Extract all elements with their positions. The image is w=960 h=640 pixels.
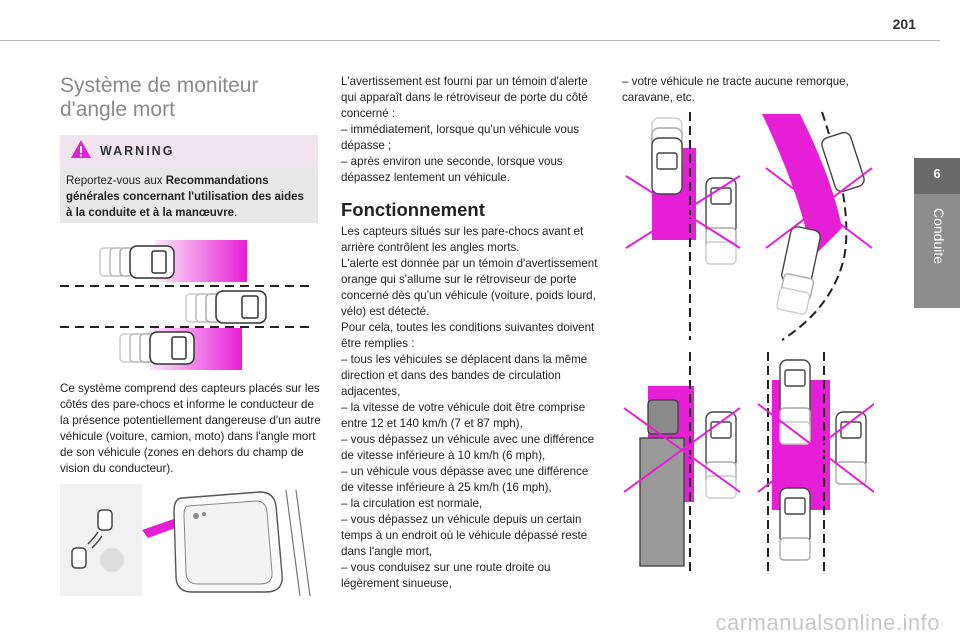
condition-item: – la vitesse de votre véhicule doit être… [341, 401, 586, 430]
scenario-straight-road [625, 112, 741, 340]
warning-text: Reportez-vous aux Recommandations généra… [66, 173, 312, 221]
alert-item: – immédiatement, lorsque qu'un véhicule … [341, 123, 580, 152]
condition-item: – un véhicule vous dépasse avec une diff… [341, 465, 589, 494]
car-icon [185, 290, 267, 324]
operation-paragraph: Pour cela, toutes les conditions suivant… [341, 321, 595, 350]
header-rule [0, 40, 940, 41]
watermark: carmanualsonline.info [715, 610, 940, 635]
alert-paragraph: L'avertissement est fourni par un témoin… [341, 75, 588, 120]
condition-item-trailer: – votre véhicule ne tracte aucune remorq… [622, 75, 849, 104]
warning-title: WARNING [100, 144, 175, 158]
condition-item: – la circulation est normale, [341, 497, 483, 510]
car-icon [776, 131, 865, 315]
condition-item: – tous les véhicules se déplacent dans l… [341, 353, 588, 398]
page-number: 201 [892, 16, 916, 32]
warning-text-bold: Recommandations générales concernant l'u… [66, 175, 304, 219]
scenario-curved-road [762, 111, 873, 341]
warning-triangle-icon [71, 140, 91, 158]
car-icon [119, 331, 195, 365]
truck-icon [639, 399, 685, 567]
warning-text-post: . [234, 207, 238, 219]
mirror-illustration [60, 484, 322, 596]
alert-description: L'avertissement est fourni par un témoin… [341, 74, 603, 186]
car-icon [651, 117, 737, 265]
condition-item: – vous conduisez sur une route droite ou… [341, 561, 551, 590]
cross-mark-icon [757, 403, 874, 493]
car-icon [779, 359, 867, 561]
warning-header [60, 135, 318, 167]
intro-paragraph: Ce système comprend des capteurs placés … [60, 382, 321, 475]
mirror-indicator-icon [71, 509, 124, 572]
scenario-illustrations [623, 111, 874, 576]
lane-illustration [60, 240, 310, 370]
alert-item: – après environ une seconde, lorsque vou… [341, 155, 563, 184]
operation-paragraph: Les capteurs situés sur les pare-chocs a… [341, 225, 584, 254]
chapter-tab-label: Conduite [931, 208, 947, 265]
warning-text-pre: Reportez-vous aux [66, 175, 166, 187]
car-icon [99, 245, 175, 279]
cross-mark-icon [623, 407, 741, 493]
condition-item: – vous dépassez un véhicule avec une dif… [341, 433, 595, 462]
cross-mark-icon [625, 175, 741, 249]
condition-item: – vous dépassez un véhicule depuis un ce… [341, 513, 588, 558]
scenario-two-lanes [757, 352, 874, 576]
page-title: Système de moniteur d'angle mort [60, 74, 259, 121]
chapter-tab-number-box [914, 158, 960, 194]
scenario-truck [623, 352, 741, 576]
operation-paragraph: L'alerte est donnée par un témoin d'aver… [341, 257, 598, 318]
chapter-tab-number: 6 [933, 166, 941, 181]
operation-description: Les capteurs situés sur les pare-chocs a… [341, 224, 603, 592]
cross-mark-icon [765, 167, 873, 249]
section-heading: Fonctionnement [341, 199, 485, 220]
